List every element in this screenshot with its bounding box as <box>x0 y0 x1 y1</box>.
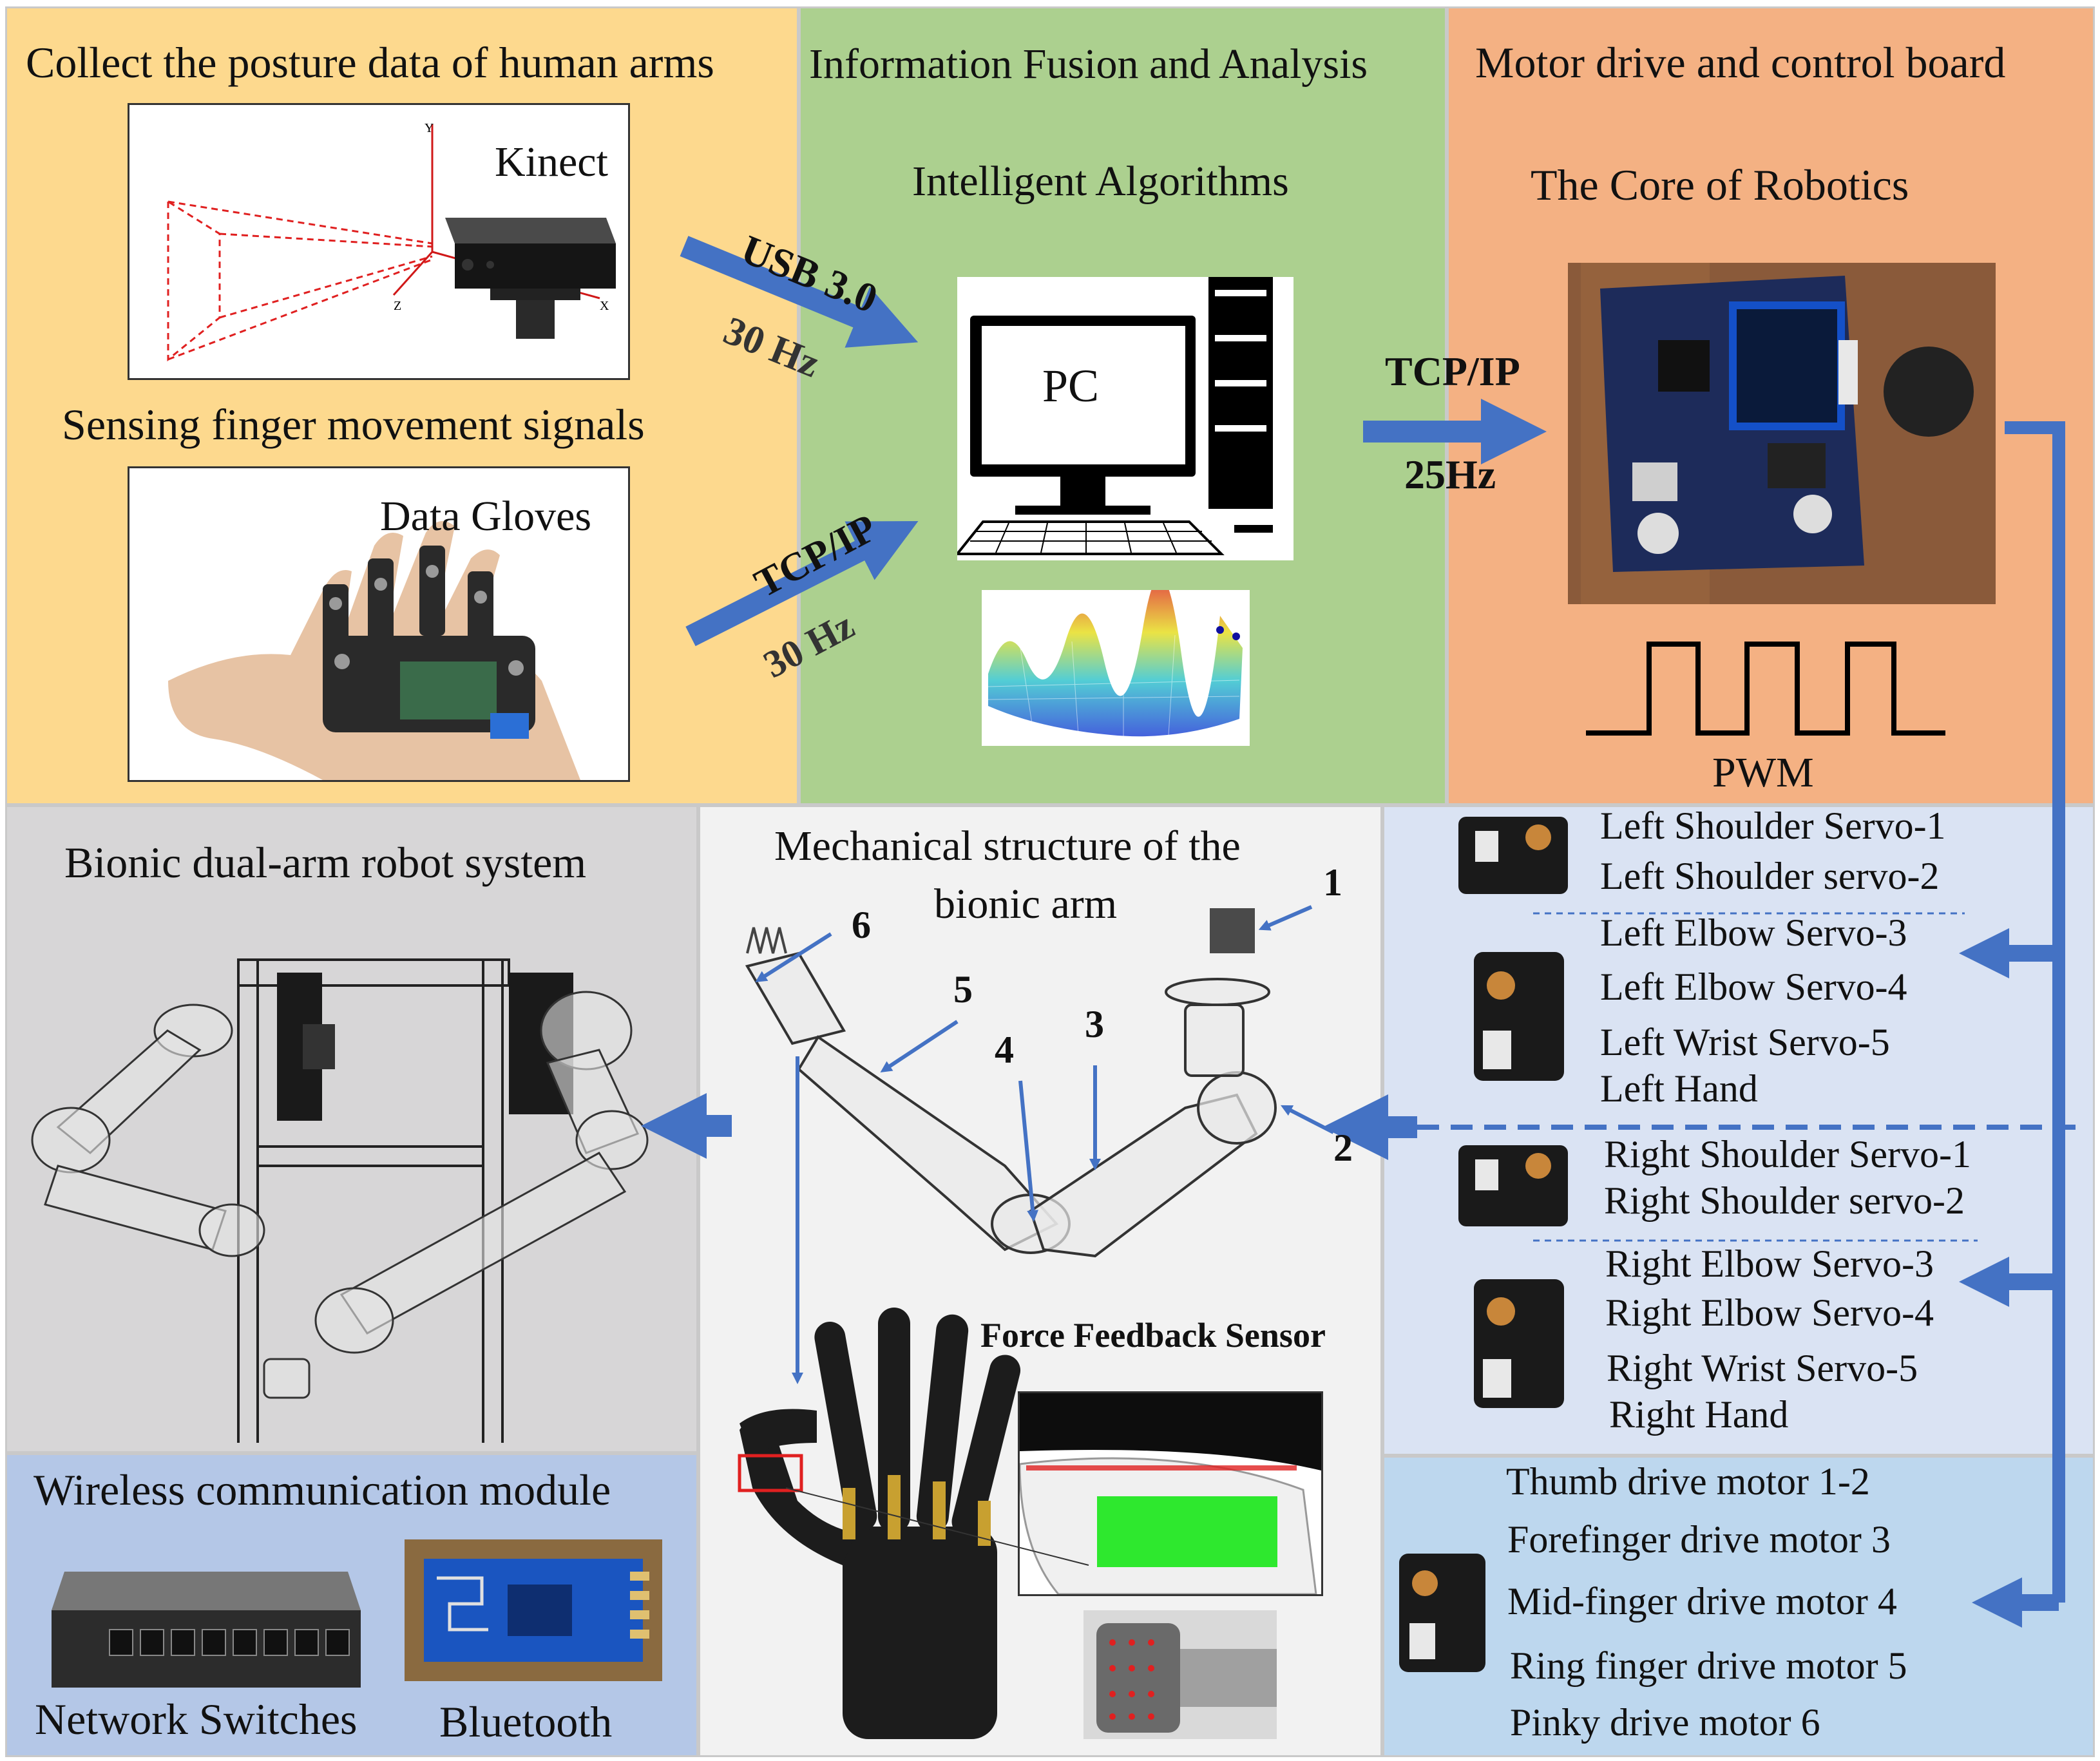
kinect-image: Y X Z <box>128 103 630 380</box>
control-board-image <box>1568 263 1996 604</box>
bluetooth-module-image <box>405 1539 662 1681</box>
kinect-label: Kinect <box>495 138 608 186</box>
motor-subtitle: The Core of Robotics <box>1531 160 1909 209</box>
dual-arm-robot-image <box>19 934 689 1443</box>
svg-text:X: X <box>600 299 609 313</box>
servo-right-arm-4: Right Hand <box>1609 1393 1789 1436</box>
svg-text:Z: Z <box>394 299 401 313</box>
motor-item-5: Pinky drive motor 6 <box>1510 1701 1820 1744</box>
motor-item-4: Ring finger drive motor 5 <box>1510 1644 1907 1687</box>
motor-title: Motor drive and control board <box>1475 38 2006 87</box>
servo-right-shoulder-2: Right Shoulder servo-2 <box>1604 1179 1965 1222</box>
servo-left-arm-1: Left Elbow Servo-3 <box>1600 911 1907 954</box>
motor-item-1: Thumb drive motor 1-2 <box>1506 1460 1870 1503</box>
callout-2: 2 <box>1333 1127 1353 1169</box>
collect-title: Collect the posture data of human arms <box>26 38 714 87</box>
callout-3: 3 <box>1085 1003 1104 1045</box>
pc-label: PC <box>1042 360 1100 412</box>
robotic-hand-image <box>727 1295 1036 1757</box>
bluetooth-label: Bluetooth <box>439 1697 613 1746</box>
mechanical-title-line2: bionic arm <box>934 880 1118 928</box>
board-link-label: TCP/IP <box>1385 348 1520 394</box>
callout-4: 4 <box>995 1029 1014 1071</box>
servo-left-arm-3: Left Wrist Servo-5 <box>1600 1021 1890 1063</box>
pwm-label: PWM <box>1712 749 1814 796</box>
servo-left-shoulder-1: Left Shoulder Servo-1 <box>1600 804 1946 847</box>
motor-item-3: Mid-finger drive motor 4 <box>1507 1580 1897 1623</box>
wireless-title: Wireless communication module <box>33 1465 611 1514</box>
servo-left-arm-2: Left Elbow Servo-4 <box>1600 966 1907 1008</box>
fingertip-sensor-zoom <box>1018 1391 1323 1596</box>
servo-right-arm-3: Right Wrist Servo-5 <box>1607 1347 1918 1389</box>
callout-5: 5 <box>953 968 973 1011</box>
sensor-pad-image <box>1083 1610 1277 1739</box>
servo-right-arm-1: Right Elbow Servo-3 <box>1605 1242 1934 1285</box>
fusion-title: Information Fusion and Analysis <box>809 41 1368 88</box>
callout-1: 1 <box>1323 861 1342 904</box>
servo-right-arm-2: Right Elbow Servo-4 <box>1605 1291 1934 1334</box>
svg-text:Y: Y <box>425 121 434 135</box>
callout-6: 6 <box>852 904 871 946</box>
servo-right-shoulder-1: Right Shoulder Servo-1 <box>1604 1133 1971 1176</box>
pc-image <box>957 277 1293 560</box>
network-switches-label: Network Switches <box>35 1695 358 1744</box>
servo-left-arm-4: Left Hand <box>1600 1067 1758 1110</box>
motor-item-2: Forefinger drive motor 3 <box>1507 1518 1891 1561</box>
force-feedback-sensor-label: Force Feedback Sensor <box>980 1316 1326 1355</box>
network-switch-image <box>39 1546 361 1700</box>
bionic-system-title: Bionic dual-arm robot system <box>64 838 587 887</box>
servo-left-shoulder-2: Left Shoulder servo-2 <box>1600 855 1940 897</box>
mechanical-title-line1: Mechanical structure of the <box>774 823 1241 870</box>
data-glove-image <box>128 466 630 782</box>
data-gloves-label: Data Gloves <box>380 493 592 540</box>
board-link-rate: 25Hz <box>1404 452 1496 497</box>
algorithm-surface-image <box>982 590 1250 746</box>
fusion-subtitle: Intelligent Algorithms <box>912 158 1289 205</box>
sensing-title: Sensing finger movement signals <box>62 400 645 449</box>
